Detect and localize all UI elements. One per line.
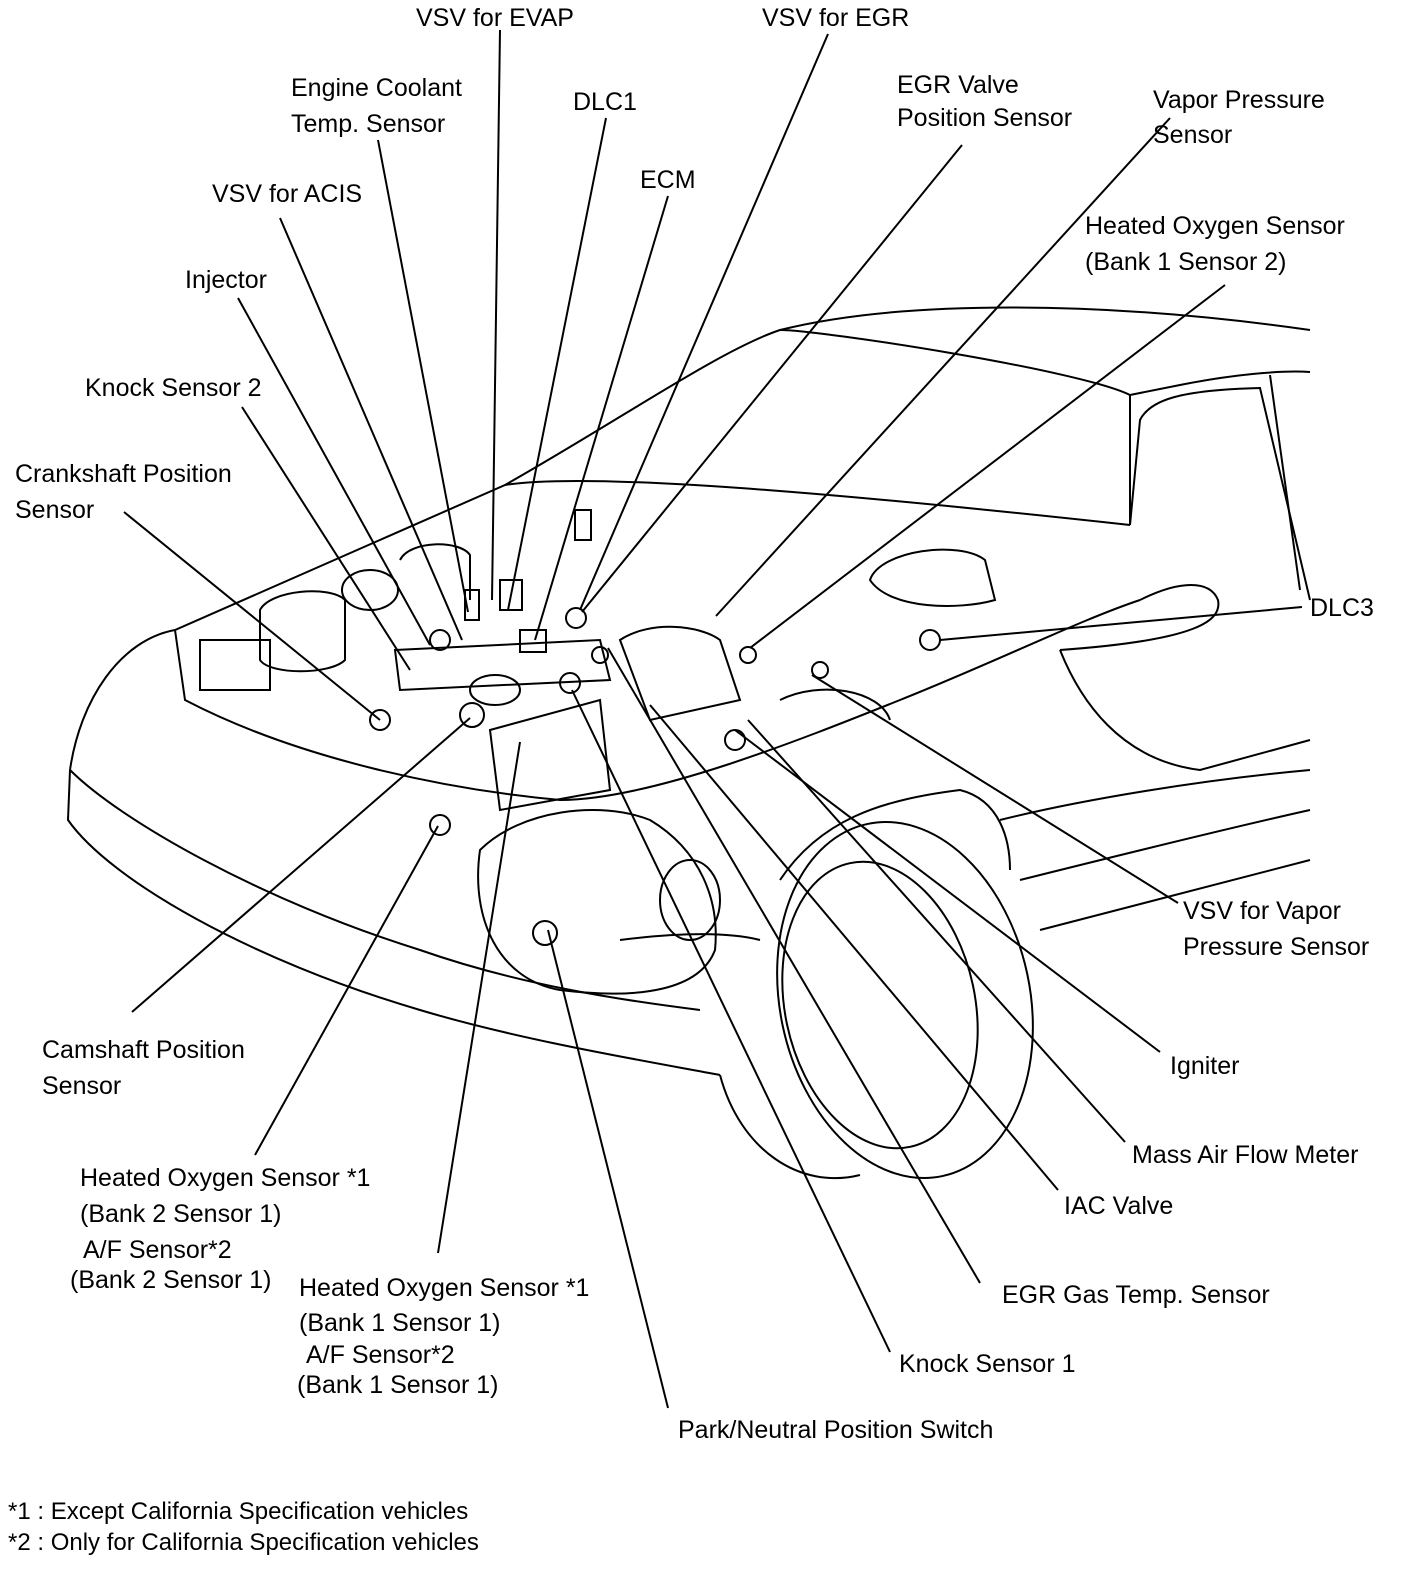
- label-vsv-for-acis: VSV for ACIS: [212, 180, 363, 208]
- label-egr-valve-position-sensor-line1: EGR Valve: [897, 71, 1019, 99]
- label-dlc3: DLC3: [1310, 594, 1374, 622]
- label-heated-oxygen-sensor-b2s1-line1: Heated Oxygen Sensor *1: [80, 1164, 371, 1192]
- label-af-sensor-b2s1-line2: (Bank 2 Sensor 1): [70, 1266, 272, 1294]
- label-park-neutral-position-switch: Park/Neutral Position Switch: [678, 1416, 994, 1444]
- label-camshaft-position-sensor-line1: Camshaft Position: [42, 1036, 245, 1064]
- leader-lines: [123, 29, 1303, 1409]
- label-af-sensor-b1s1-line2: (Bank 1 Sensor 1): [297, 1371, 499, 1399]
- label-vsv-for-egr: VSV for EGR: [762, 4, 910, 32]
- label-heated-oxygen-sensor-b1s1-line2: (Bank 1 Sensor 1): [299, 1309, 501, 1337]
- label-engine-coolant-temp-sensor-line2: Temp. Sensor: [291, 110, 446, 138]
- label-iac-valve: IAC Valve: [1064, 1192, 1174, 1220]
- footnote-2: *2 : Only for California Specification v…: [8, 1529, 479, 1556]
- label-heated-oxygen-sensor-b1s2-line1: Heated Oxygen Sensor: [1085, 212, 1345, 240]
- vehicle-drawing: [66, 306, 1311, 1180]
- label-heated-oxygen-sensor-b1s1-line1: Heated Oxygen Sensor *1: [299, 1274, 590, 1302]
- footnote-1: *1 : Except California Specification veh…: [8, 1498, 469, 1525]
- label-af-sensor-b2s1-line1: A/F Sensor*2: [83, 1236, 232, 1264]
- label-camshaft-position-sensor-line2: Sensor: [42, 1072, 122, 1100]
- label-crankshaft-position-sensor-line1: Crankshaft Position: [15, 460, 232, 488]
- label-injector: Injector: [185, 266, 267, 294]
- label-vapor-pressure-sensor-line2: Sensor: [1153, 121, 1233, 149]
- label-dlc1: DLC1: [573, 88, 637, 116]
- label-af-sensor-b1s1-line1: A/F Sensor*2: [306, 1341, 455, 1369]
- label-vapor-pressure-sensor-line1: Vapor Pressure: [1153, 86, 1325, 114]
- label-knock-sensor-1: Knock Sensor 1: [899, 1350, 1076, 1378]
- label-egr-gas-temp-sensor: EGR Gas Temp. Sensor: [1002, 1281, 1270, 1309]
- label-crankshaft-position-sensor-line2: Sensor: [15, 496, 95, 524]
- label-vsv-for-vapor-pressure-sensor-line2: Pressure Sensor: [1183, 933, 1370, 961]
- label-heated-oxygen-sensor-b2s1-line2: (Bank 2 Sensor 1): [80, 1200, 282, 1228]
- label-vsv-for-evap: VSV for EVAP: [416, 4, 574, 32]
- label-vsv-for-vapor-pressure-sensor-line1: VSV for Vapor: [1183, 897, 1341, 925]
- label-engine-coolant-temp-sensor-line1: Engine Coolant: [291, 74, 462, 102]
- label-igniter: Igniter: [1170, 1052, 1240, 1080]
- label-egr-valve-position-sensor-line2: Position Sensor: [897, 104, 1073, 132]
- label-mass-air-flow-meter: Mass Air Flow Meter: [1132, 1141, 1359, 1169]
- label-ecm: ECM: [640, 166, 696, 194]
- label-knock-sensor-2: Knock Sensor 2: [85, 374, 262, 402]
- label-heated-oxygen-sensor-b1s2-line2: (Bank 1 Sensor 2): [1085, 248, 1287, 276]
